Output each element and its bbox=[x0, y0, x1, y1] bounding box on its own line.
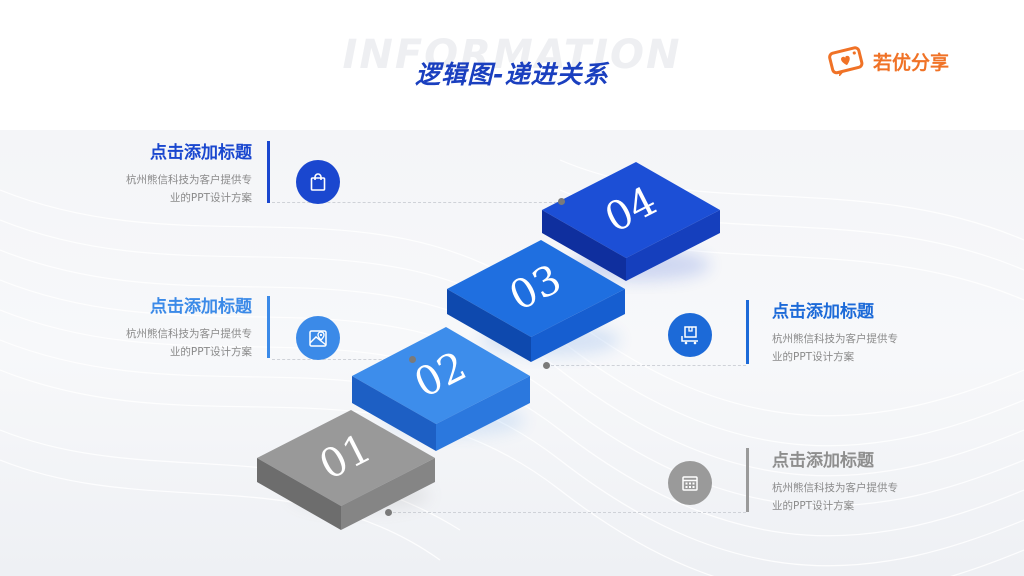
item-description-line: 杭州熊信科技为客户提供专 bbox=[772, 482, 898, 494]
item-description-line: 杭州熊信科技为客户提供专 bbox=[126, 174, 252, 186]
logo: 若优分享 bbox=[827, 44, 949, 78]
icon-circle bbox=[668, 461, 712, 505]
background-panel bbox=[0, 130, 1024, 576]
accent-bar bbox=[746, 448, 749, 512]
item-description: 杭州熊信科技为客户提供专 业的PPT设计方案 bbox=[772, 330, 972, 366]
step-block-02: 02 bbox=[352, 327, 530, 451]
step-block-03: 03 bbox=[447, 240, 625, 362]
accent-bar bbox=[267, 296, 270, 358]
item-description-line: 杭州熊信科技为客户提供专 bbox=[772, 333, 898, 345]
icon-circle bbox=[296, 160, 340, 204]
box-delivery-icon bbox=[681, 326, 698, 345]
connector-dot-01 bbox=[385, 509, 392, 516]
item-description: 杭州熊信科技为客户提供专 业的PPT设计方案 bbox=[90, 325, 252, 361]
connector-line-04 bbox=[272, 202, 562, 203]
info-item-02: 点击添加标题 杭州熊信科技为客户提供专 业的PPT设计方案 bbox=[90, 292, 252, 361]
item-description-line: 业的PPT设计方案 bbox=[772, 500, 855, 512]
accent-bar bbox=[267, 141, 270, 203]
item-description-line: 业的PPT设计方案 bbox=[169, 192, 252, 204]
item-description: 杭州熊信科技为客户提供专 业的PPT设计方案 bbox=[772, 479, 972, 515]
step-block-01: 01 bbox=[257, 410, 435, 530]
calendar-icon bbox=[682, 476, 698, 491]
item-title[interactable]: 点击添加标题 bbox=[772, 302, 874, 322]
info-item-01: 点击添加标题 杭州熊信科技为客户提供专 业的PPT设计方案 bbox=[772, 446, 972, 515]
info-item-03: 点击添加标题 杭州熊信科技为客户提供专 业的PPT设计方案 bbox=[772, 297, 972, 366]
item-description: 杭州熊信科技为客户提供专 业的PPT设计方案 bbox=[90, 171, 252, 207]
connector-line-01 bbox=[388, 512, 746, 513]
map-location-icon bbox=[309, 330, 327, 347]
accent-bar bbox=[746, 300, 749, 364]
icon-circle bbox=[296, 316, 340, 360]
item-description-line: 业的PPT设计方案 bbox=[169, 346, 252, 358]
logo-text: 若优分享 bbox=[873, 51, 950, 74]
page-title: 逻辑图-递进关系 bbox=[415, 60, 609, 89]
item-title[interactable]: 点击添加标题 bbox=[150, 297, 252, 317]
connector-line-02 bbox=[272, 359, 412, 360]
connector-line-03 bbox=[546, 365, 746, 366]
step-block-04: 04 bbox=[542, 162, 720, 281]
chat-heart-icon bbox=[828, 46, 864, 76]
shopping-bag-icon bbox=[310, 173, 326, 191]
connector-dot-03 bbox=[543, 362, 550, 369]
info-item-04: 点击添加标题 杭州熊信科技为客户提供专 业的PPT设计方案 bbox=[90, 138, 252, 207]
icon-circle bbox=[668, 313, 712, 357]
item-title[interactable]: 点击添加标题 bbox=[150, 143, 252, 163]
item-description-line: 业的PPT设计方案 bbox=[772, 351, 855, 363]
item-description-line: 杭州熊信科技为客户提供专 bbox=[126, 328, 252, 340]
item-title[interactable]: 点击添加标题 bbox=[772, 451, 874, 471]
watermark-text: INFORMATION bbox=[342, 32, 682, 78]
connector-dot-02 bbox=[409, 356, 416, 363]
connector-dot-04 bbox=[558, 198, 565, 205]
